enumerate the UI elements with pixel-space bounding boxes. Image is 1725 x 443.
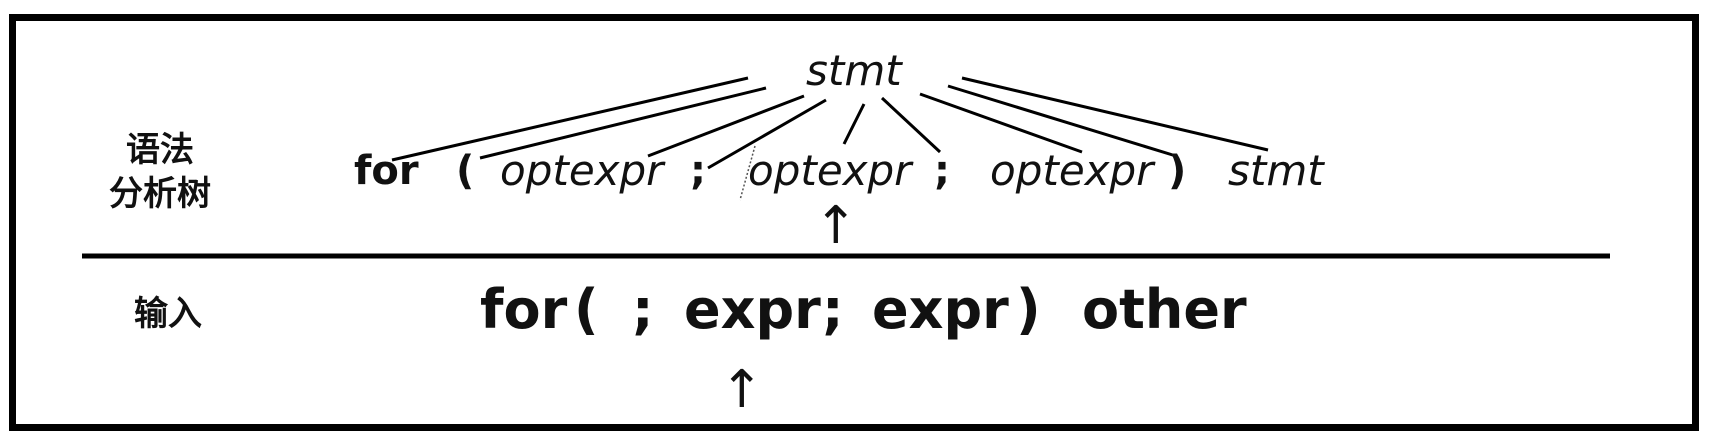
input-lookahead-arrow: ↑ [720, 360, 764, 420]
tree-child-semi-1: ; [690, 148, 706, 194]
tree-child-rparen: ) [1168, 148, 1187, 194]
input-token-lparen: ( [574, 278, 599, 341]
edge-for [391, 76, 749, 162]
edge-optexpr-2 [842, 103, 866, 145]
input-token-other: other [1082, 278, 1247, 341]
parse-tree-label: 语法 分析树 [100, 128, 220, 216]
edge-semi-2 [880, 96, 942, 154]
edge-semi-1 [707, 98, 827, 170]
tree-child-semi-2: ; [934, 148, 950, 194]
tree-child-optexpr-3: optexpr [990, 146, 1154, 195]
parse-tree-label-line2: 分析树 [109, 174, 211, 214]
tree-lookahead-arrow: ↑ [814, 196, 858, 256]
edge-lparen [479, 86, 767, 160]
input-label: 输入 [134, 294, 202, 334]
input-token-expr-1: expr [684, 278, 821, 341]
input-token-expr-2: expr [872, 278, 1009, 341]
tree-child-stmt: stmt [1228, 146, 1324, 195]
edge-stmt [961, 76, 1269, 152]
input-token-for: for [480, 278, 568, 341]
input-token-rparen: ) [1016, 278, 1041, 341]
edge-rparen [947, 84, 1177, 158]
cursor-dotted-line [739, 145, 756, 201]
tree-child-optexpr-1: optexpr [500, 146, 664, 195]
tree-root-stmt: stmt [806, 46, 902, 95]
tree-child-optexpr-2: optexpr [748, 146, 912, 195]
diagram-frame [9, 14, 1699, 431]
parse-tree-label-line1: 语法 [126, 130, 194, 170]
edge-optexpr-3 [919, 92, 1083, 154]
tree-child-lparen: ( [456, 148, 475, 194]
edge-optexpr-1 [647, 94, 805, 158]
tree-child-for: for [354, 148, 419, 194]
input-token-semi-2: ; [822, 278, 844, 341]
input-token-semi-1: ; [632, 278, 654, 341]
